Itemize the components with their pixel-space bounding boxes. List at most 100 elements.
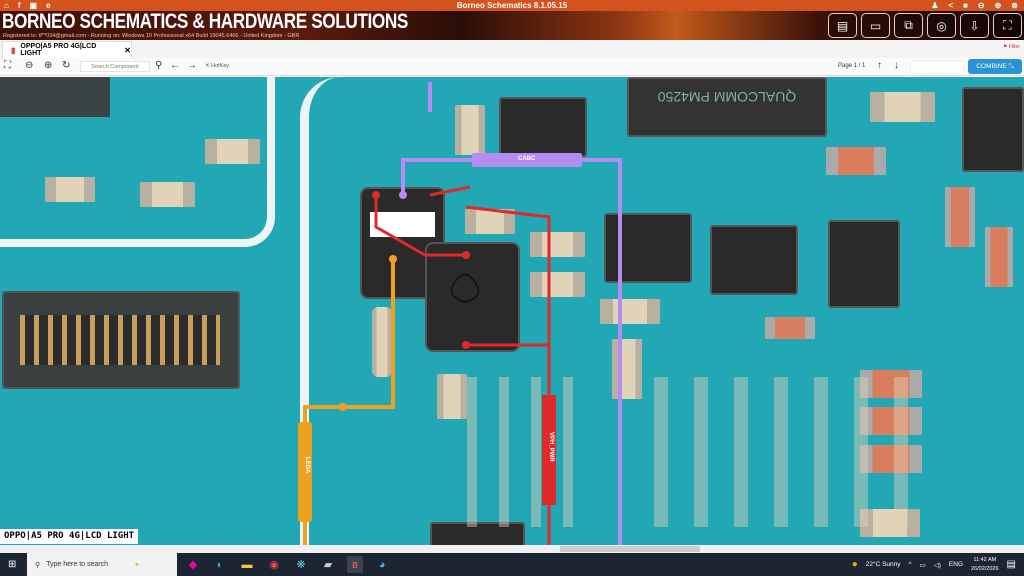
title-bar: ⌂ f ▣ e Borneo Schematics 8.1.05.15 ♟ < ■ ⊖ ⊕ ⊗ [0,0,1024,11]
capacitor [612,339,642,399]
inductor-4 [828,220,900,308]
video-icon[interactable]: ■ [963,1,968,10]
weather-icon: ● [851,559,858,570]
capture-button[interactable]: ⛶ [993,13,1022,38]
hotkey-toggle[interactable]: ✕ HotKey [205,63,230,69]
capacitor [140,182,195,207]
download-button[interactable]: ⇩ [960,13,989,38]
capture-icon: ⛶ [1003,18,1012,32]
edge-icon[interactable]: ◐ [216,558,224,571]
search-icon[interactable]: ⚲ [155,60,163,71]
resistor [945,187,975,247]
registration-info: Registered to: tf**034@gmail.com - Runni… [3,33,300,39]
notifications-icon[interactable]: ▤ [1006,559,1016,570]
net-label-cabc[interactable]: CABC [518,156,536,162]
youtube-icon[interactable]: ▣ [29,1,38,10]
resistor [826,147,886,175]
ic-u4 [430,522,525,545]
schematic-button[interactable]: ▤ [828,13,857,38]
volume-icon[interactable]: ◁) [933,561,941,569]
capacitor [437,374,467,419]
net-leda-label-box [298,422,312,522]
network-icon[interactable]: ▭ [919,561,926,569]
page-up-icon[interactable]: ↑ [877,60,882,71]
taskbar: ⊞ ⚲Type here to search✦ ◆ ◐ ▬ ◉ ❋ ▰ ʙ ◕ … [0,553,1024,576]
borneo-app-icon[interactable]: ʙ [347,556,363,573]
resistor [860,370,922,398]
filter-button[interactable]: ⚑ Filter [1003,44,1020,50]
resistor [860,445,922,473]
fit-screen-icon[interactable]: ⛶ [4,60,11,71]
capacitor [455,105,485,155]
tray-expand-icon[interactable]: ^ [908,561,912,568]
net-vph-label-box [542,395,556,505]
combine-button[interactable]: COMBINE ⤡ [968,59,1022,74]
tab-close-button[interactable]: ✕ [124,45,131,55]
filter-label: Filter [1008,44,1020,50]
back-arrow-icon[interactable]: ← [170,60,180,71]
weather-text[interactable]: 22°C Sunny [865,561,901,568]
capacitor [600,299,660,324]
language-indicator[interactable]: ENG [948,561,964,568]
chrome-icon[interactable]: ◉ [269,559,279,571]
zoom-search-icon: ◎ [936,18,947,33]
toolbar: ⛶ ⊖ ⊕ ↻ ⚲ ← → ✕ HotKey Page 1 / 1 ↑ ↓ CO… [0,58,1024,76]
capacitor [372,307,392,377]
maximize-icon[interactable]: ⊕ [994,1,1002,10]
forward-arrow-icon[interactable]: → [187,60,197,71]
minimize-icon[interactable]: ⊖ [977,1,985,10]
ic-u3 [962,87,1024,172]
hotkey-label: HotKey [211,63,230,69]
date: 26/02/2026 [971,565,999,572]
net-input[interactable] [910,60,964,74]
copilot-app-icon[interactable]: ◆ [188,559,198,571]
net-label-leda[interactable]: LEDA [304,457,310,474]
capacitor [530,272,585,297]
close-icon[interactable]: ⊗ [1011,1,1018,10]
app-icon[interactable]: ❋ [296,559,306,571]
net-cabc-trace [401,82,622,545]
net-label-vph-pwr[interactable]: VPH_PWR [548,432,554,462]
screen-button[interactable]: ▭ [861,13,890,38]
capacitor [530,232,585,257]
horizontal-scrollbar[interactable] [0,545,1024,553]
qualcomm-chip: QUALCOMM PM4250 [627,77,827,137]
page-down-icon[interactable]: ↓ [894,60,899,71]
search-icon: ⚲ [35,561,41,569]
tab-document[interactable]: ▮ OPPO|A5 PRO 4G|LCD LIGHT ✕ [2,41,132,58]
scrollbar-thumb[interactable] [560,546,700,552]
silkscreen-outline [300,77,350,545]
inductor [425,242,520,352]
tab-label: OPPO|A5 PRO 4G|LCD LIGHT [20,43,97,57]
silkscreen-outline [0,77,275,247]
zoom-in-icon[interactable]: ⊕ [44,60,53,71]
document-icon: ▮ [11,45,16,55]
window-title: Borneo Schematics 8.1.05.15 [456,1,568,10]
home-icon[interactable]: ⌂ [4,1,9,10]
zoom-out-icon[interactable]: ⊖ [25,60,34,71]
windows-start-icon[interactable]: ⊞ [8,559,17,570]
search-component-input[interactable] [80,61,150,72]
filter-icon: ⚑ [1003,44,1008,50]
inductor-3 [710,225,798,295]
notes-icon[interactable]: ▰ [323,559,333,571]
user-icon[interactable]: ♟ [931,1,939,10]
devices-button[interactable]: ⧉ [894,13,923,38]
net-cabc-label-box [472,153,582,167]
share-icon[interactable]: < [948,1,954,10]
facebook-icon[interactable]: f [17,1,21,10]
page-indicator: Page 1 / 1 [838,63,866,69]
taskbar-search[interactable]: ⚲Type here to search✦ [27,553,177,576]
resistor [765,317,815,339]
browser-app-icon[interactable]: ◕ [378,558,386,571]
capacitor [205,139,260,164]
zoom-search-button[interactable]: ◎ [927,13,956,38]
browser-icon[interactable]: e [46,1,51,10]
board-name-label: OPPO|A5 PRO 4G|LCD LIGHT [0,529,139,544]
refresh-icon[interactable]: ↻ [62,60,71,71]
pcb-view[interactable]: QUALCOMM PM4250 CABC VPH_PWR LEDA [0,77,1024,545]
file-explorer-icon[interactable]: ▬ [241,558,253,571]
resistor [985,227,1013,287]
shield-component [0,77,110,117]
